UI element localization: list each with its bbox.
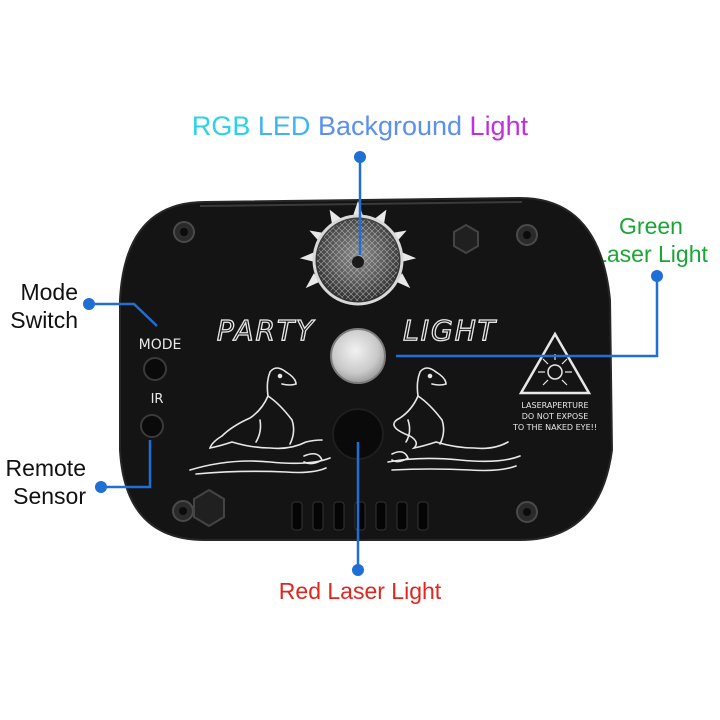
brand-text-party: PARTY bbox=[217, 314, 315, 347]
mode-button-label: MODE bbox=[139, 337, 182, 353]
leader-dot-rgb-led bbox=[354, 151, 366, 163]
leader-dot-remote-sensor bbox=[95, 481, 107, 493]
remote-sensor-label-line1: Remote bbox=[5, 455, 86, 481]
green-laser-aperture bbox=[330, 328, 386, 384]
leader-dot-green-laser bbox=[651, 270, 663, 282]
remote-sensor-label: Remote Sensor bbox=[0, 454, 86, 510]
mode-switch-label: Mode Switch bbox=[0, 278, 78, 334]
rgb-led-center bbox=[352, 256, 364, 268]
warning-text-line2: DO NOT EXPOSE bbox=[522, 412, 589, 421]
leader-mode-switch bbox=[89, 302, 158, 327]
brand-text-light: LIGHT bbox=[403, 314, 497, 347]
screw-bottom-left bbox=[172, 500, 194, 522]
screw-top-right bbox=[516, 224, 538, 246]
laser-warning-sign bbox=[518, 331, 592, 395]
warning-text-line1: LASERAPERTURE bbox=[521, 401, 588, 410]
green-laser-light-label: Green Laser Light bbox=[588, 212, 714, 268]
ventilation-slots bbox=[291, 501, 429, 531]
green-laser-label-line1: Green bbox=[619, 213, 683, 239]
green-laser-label-line2: Laser Light bbox=[594, 241, 708, 267]
mode-switch-button bbox=[143, 357, 167, 381]
hex-port-bottom bbox=[193, 488, 225, 528]
title-segment-background: Background bbox=[317, 111, 470, 141]
seal-illustration-left bbox=[189, 367, 331, 475]
leader-lines bbox=[89, 157, 659, 570]
leader-dots bbox=[83, 151, 663, 576]
mode-switch-label-line1: Mode bbox=[20, 279, 78, 305]
hex-port-top bbox=[453, 223, 479, 255]
red-laser-light-label: Red Laser Light bbox=[278, 578, 442, 604]
leader-dot-mode-switch bbox=[83, 298, 95, 310]
title-segment-rgb: RGB bbox=[191, 111, 258, 141]
title-segment-led: LED bbox=[257, 111, 318, 141]
warning-text-line3: TO THE NAKED EYE!! bbox=[512, 423, 597, 432]
screw-bottom-right bbox=[516, 501, 538, 523]
remote-sensor-label-line2: Sensor bbox=[13, 483, 86, 509]
title-segment-light: Light bbox=[469, 111, 529, 141]
screw-top-left bbox=[173, 221, 195, 243]
leader-green-laser bbox=[396, 276, 659, 358]
ir-remote-sensor bbox=[140, 414, 164, 438]
ir-sensor-label: IR bbox=[151, 392, 164, 407]
mode-switch-label-line2: Switch bbox=[10, 307, 78, 333]
seal-illustration-right bbox=[387, 367, 521, 472]
rgb-led-background-light-label: RGB LED Background Light bbox=[0, 112, 720, 140]
leader-dot-red-laser bbox=[352, 564, 364, 576]
leader-remote-sensor bbox=[101, 440, 152, 489]
